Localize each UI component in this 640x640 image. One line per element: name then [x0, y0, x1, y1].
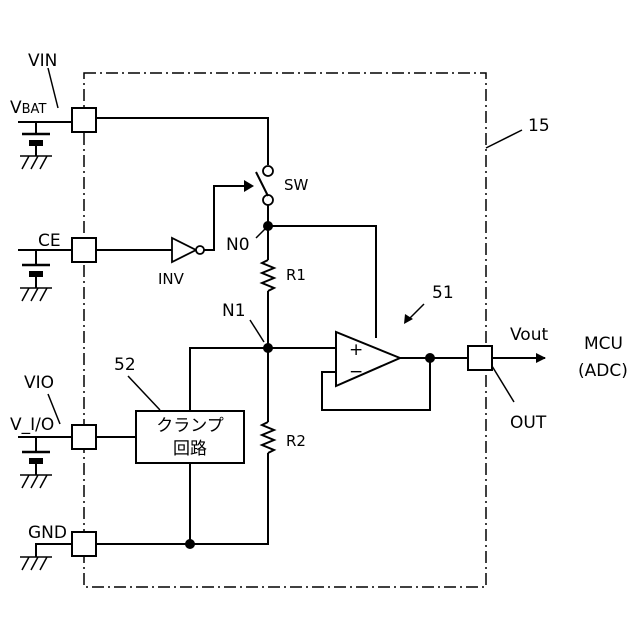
r2-to-gnd-wire: [190, 453, 268, 544]
clamp-ref-label: 52: [114, 355, 136, 375]
sw-switch: [256, 166, 273, 205]
gnd-junction: [185, 539, 195, 549]
vio-label: VIO: [24, 373, 54, 393]
mcu-label: MCU: [584, 334, 623, 354]
r2-label: R2: [286, 432, 306, 450]
inv-arrow-icon: [244, 180, 254, 192]
gnd-ground-symbol: [20, 557, 52, 570]
vio-pin: [72, 425, 96, 449]
gnd-label: GND: [28, 523, 67, 543]
vin-label: VIN: [28, 51, 57, 71]
r1-label: R1: [286, 266, 306, 284]
out-label: OUT: [510, 413, 547, 433]
vin-to-sw-wire: [96, 118, 268, 165]
block-boundary: [84, 73, 486, 587]
block-ref-label: 15: [528, 116, 550, 136]
out-leader: [492, 366, 514, 402]
inv-inverter-symbol: [172, 238, 204, 262]
n1-leader: [250, 320, 264, 342]
clamp-ref-leader: [128, 376, 160, 410]
ce-pin: [72, 238, 96, 262]
adc-label: (ADC): [578, 361, 628, 381]
inv-label: INV: [158, 270, 185, 288]
n0-leader: [256, 228, 266, 238]
vbat-label: VBAT: [10, 98, 46, 118]
gnd-pin: [72, 532, 96, 556]
gnd-wire: [36, 544, 72, 557]
r1-resistor: [262, 260, 274, 291]
opamp-plus-label: +: [349, 340, 363, 360]
n1-label: N1: [222, 301, 246, 321]
v-io-label: V_I/O: [10, 415, 54, 435]
vio-battery-symbol: [20, 437, 52, 488]
ce-battery-symbol: [20, 250, 52, 301]
sw-label: SW: [284, 176, 309, 194]
out-pin: [468, 346, 492, 370]
clamp-label-line1: クランプ: [156, 416, 224, 436]
feedback-top-wire: [268, 226, 376, 338]
r2-resistor: [262, 422, 274, 453]
vbat-battery-symbol: [20, 122, 52, 169]
opamp-minus-label: −: [349, 362, 363, 382]
ce-label: CE: [38, 231, 61, 251]
vin-pin: [72, 108, 96, 132]
opamp-ref-label: 51: [432, 283, 454, 303]
opamp-51: [336, 332, 400, 386]
block-ref-leader: [486, 130, 522, 148]
vin-leader: [48, 68, 58, 108]
clamp-label-line2: 回路: [173, 439, 207, 459]
n0-label: N0: [226, 235, 250, 255]
vout-label: Vout: [510, 325, 548, 345]
